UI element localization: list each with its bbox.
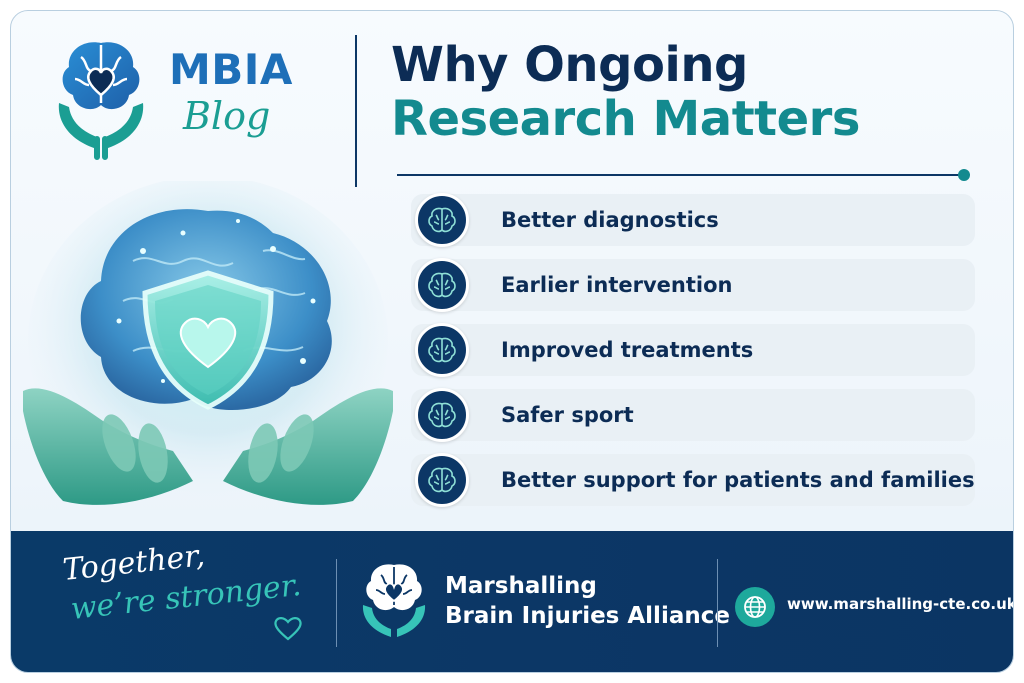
list-item: Better diagnostics xyxy=(411,193,975,247)
brain-heart-hands-icon xyxy=(58,42,144,160)
benefit-label: Earlier intervention xyxy=(501,273,733,297)
tagline: Together, we’re stronger. xyxy=(61,538,303,627)
brain-icon xyxy=(415,193,469,247)
list-item: Improved treatments xyxy=(411,323,975,377)
page-title: Why Ongoing Research Matters xyxy=(391,39,860,147)
header-divider xyxy=(355,35,357,187)
footer-divider xyxy=(717,559,718,647)
list-item: Safer sport xyxy=(411,388,975,442)
logo-title: MBIA xyxy=(169,45,293,94)
website-link[interactable]: www.marshalling-cte.co.uk xyxy=(787,595,1014,613)
blog-card: MBIA Blog Why Ongoing Research Matters xyxy=(10,10,1014,673)
footer: Together, we’re stronger. Marshalling Br… xyxy=(11,531,1014,672)
brain-icon xyxy=(415,258,469,312)
footer-divider xyxy=(336,559,337,647)
benefits-list: Better diagnostics Earlier intervention … xyxy=(411,193,975,519)
brain-heart-hands-icon xyxy=(362,564,426,637)
heart-icon xyxy=(274,617,302,641)
globe-icon xyxy=(735,587,775,627)
title-line-1: Why Ongoing xyxy=(391,37,748,93)
benefit-label: Safer sport xyxy=(501,403,634,427)
benefit-label: Better support for patients and families xyxy=(501,468,975,492)
glowing-brain-shield-hands-illustration xyxy=(23,181,393,506)
brain-icon xyxy=(415,388,469,442)
title-underline-dot xyxy=(958,169,970,181)
brain-icon xyxy=(415,323,469,377)
list-item: Earlier intervention xyxy=(411,258,975,312)
org-name-line-1: Marshalling xyxy=(445,573,597,599)
title-line-2: Research Matters xyxy=(391,90,860,147)
list-item: Better support for patients and families xyxy=(411,453,975,507)
logo-subtitle: Blog xyxy=(183,94,271,138)
logo-text: MBIA Blog xyxy=(169,45,293,138)
organization-name: Marshalling Brain Injuries Alliance xyxy=(445,571,730,631)
benefit-label: Better diagnostics xyxy=(501,208,719,232)
benefit-label: Improved treatments xyxy=(501,338,754,362)
title-underline xyxy=(397,174,965,176)
org-name-line-2: Brain Injuries Alliance xyxy=(445,603,730,629)
brain-icon xyxy=(415,453,469,507)
